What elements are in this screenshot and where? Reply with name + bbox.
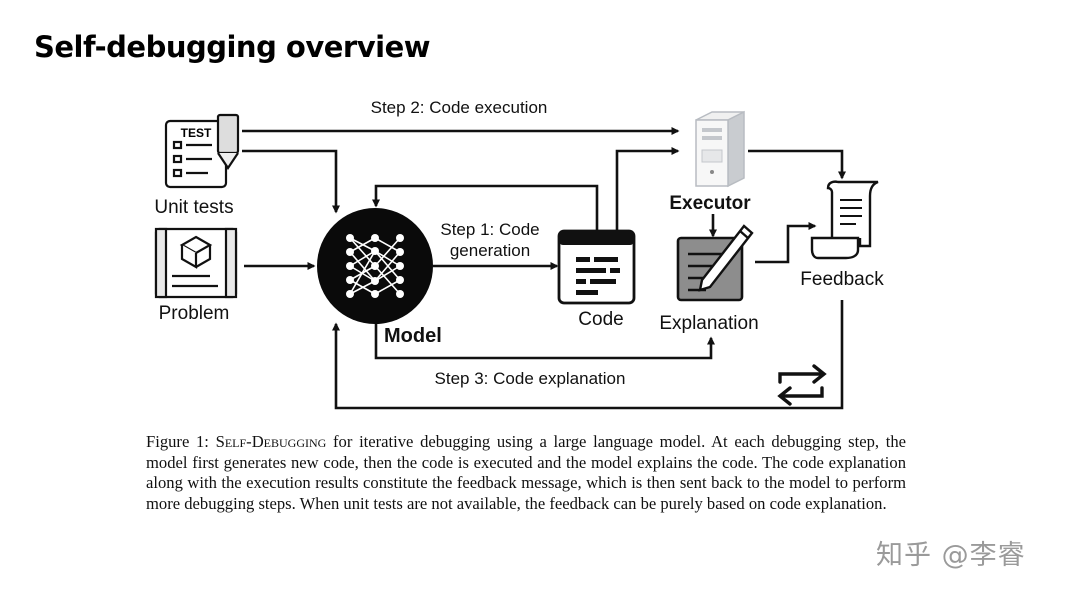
problem-blueprint-icon xyxy=(154,227,238,299)
explanation-notepad-icon xyxy=(676,224,754,302)
caption-text: for iterative debugging using a large la… xyxy=(146,432,907,513)
code-window-icon xyxy=(557,229,636,305)
model-label: Model xyxy=(384,325,442,347)
caption-method-name: Self-Debugging xyxy=(215,432,327,451)
caption-prefix: Figure 1: xyxy=(146,432,216,451)
model-neural-network-icon xyxy=(317,208,433,324)
watermark: 知乎 @李睿 xyxy=(876,540,1026,571)
connector-lines xyxy=(242,127,846,410)
code-label: Code xyxy=(578,309,623,330)
feedback-scroll-icon xyxy=(810,180,879,260)
unit-tests-clipboard-icon xyxy=(164,113,240,189)
feedback-label: Feedback xyxy=(800,269,884,290)
arrow-explanation-to-feedback xyxy=(755,222,817,264)
arrow-code-to-model-loop xyxy=(372,184,599,231)
arrow-model-to-explanation xyxy=(374,320,715,360)
arrow-feedback-to-model xyxy=(332,300,844,410)
figure-caption: Figure 1: Self-Debugging for iterative d… xyxy=(146,432,906,514)
executor-label: Executor xyxy=(669,193,751,214)
arrow-code-to-executor xyxy=(615,147,680,231)
explanation-label: Explanation xyxy=(659,313,758,334)
unit-tests-label: Unit tests xyxy=(154,197,233,218)
loop-arrows-icon xyxy=(777,364,827,406)
executor-server-icon xyxy=(695,110,745,188)
arrow-executor-to-feedback xyxy=(748,149,846,180)
slide-title: Self-debugging overview xyxy=(34,30,431,64)
step3-label: Step 3: Code explanation xyxy=(435,369,626,388)
test-icon-text: TEST xyxy=(181,126,212,140)
self-debugging-diagram: TEST Unit tests Problem xyxy=(154,98,884,410)
step1-label-line1: Step 1: Code xyxy=(440,220,539,239)
arrow-tests-to-model xyxy=(242,149,340,214)
step1-label-line2: generation xyxy=(450,241,530,260)
problem-label: Problem xyxy=(159,303,230,324)
step2-label: Step 2: Code execution xyxy=(371,98,548,117)
